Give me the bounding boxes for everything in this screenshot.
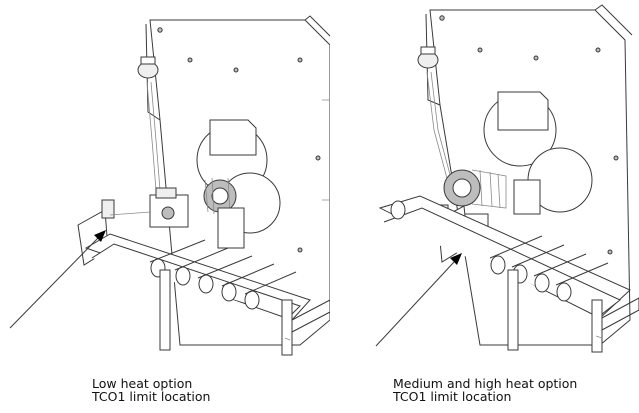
heater-assembly-illustration-medium-high-heat [375,4,639,353]
heater-assembly-illustration-low-heat [9,15,330,356]
figure-medium-high-heat: Medium and high heat option TCO1 limit l… [330,0,639,413]
figure-low-heat: Low heat option TCO1 limit location [9,15,330,403]
caption-low-heat-line2: TCO1 limit location [92,389,211,404]
caption-medium-high-heat-line2: TCO1 limit location [393,389,512,404]
caption-medium-high-heat-line1: Medium and high heat option [393,376,578,391]
caption-low-heat: Low heat option TCO1 limit location [92,377,210,403]
caption-medium-high-heat: Medium and high heat option TCO1 limit l… [393,377,577,403]
caption-low-heat-line1: Low heat option [92,376,193,391]
